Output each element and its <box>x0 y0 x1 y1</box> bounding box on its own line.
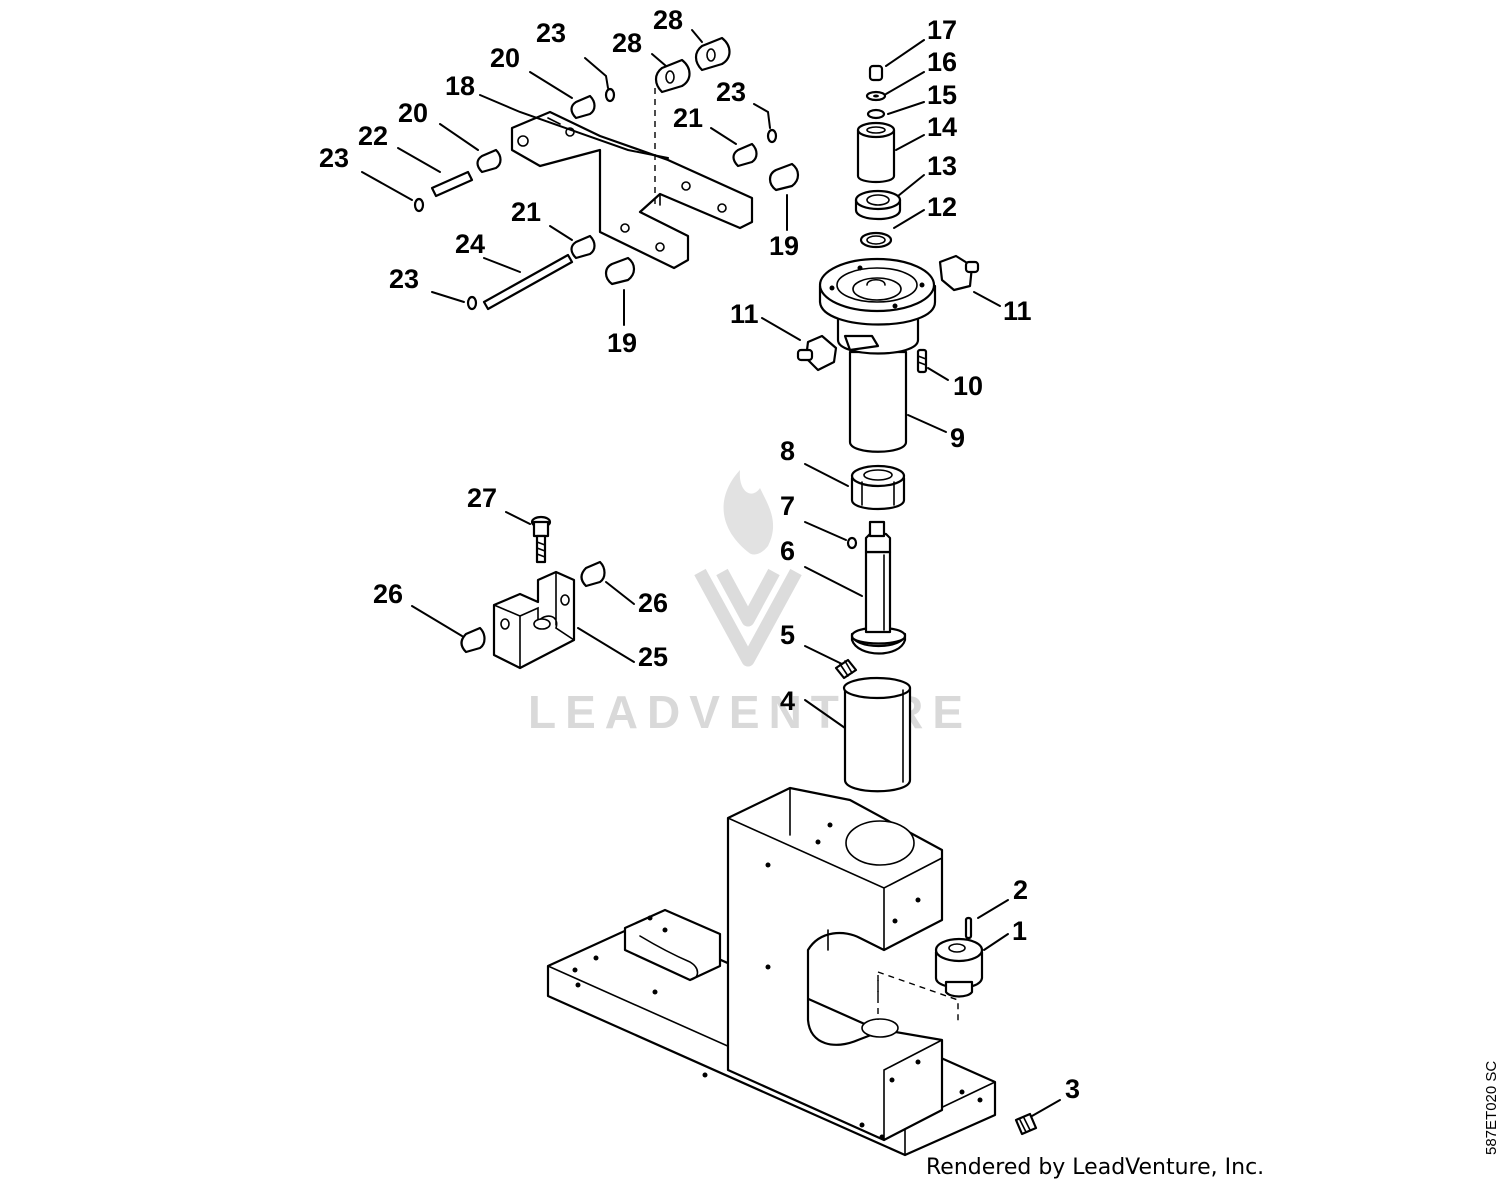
watermark-v-icon <box>694 568 802 667</box>
part-2-pin <box>964 916 973 940</box>
part-12-ring <box>859 231 893 249</box>
callout-26-right: 26 <box>638 588 668 618</box>
callout-21-lower: 21 <box>511 197 541 227</box>
part-16-washer <box>865 90 887 102</box>
part-23-clip-4 <box>466 295 478 311</box>
callout-24: 24 <box>455 229 485 259</box>
part-20-bushing-lower <box>476 148 502 174</box>
part-21-bushing-upper <box>732 142 758 168</box>
part-7-key <box>846 536 858 550</box>
callout-20-upper: 20 <box>490 43 520 73</box>
part-9-housing <box>818 257 937 453</box>
part-25-bracket <box>492 570 576 670</box>
part-4-sleeve <box>842 676 912 793</box>
callout-3: 3 <box>1065 1074 1080 1104</box>
part-24-long-pin <box>482 253 574 311</box>
watermark-flame-icon <box>723 470 774 555</box>
part-26-spacer-left <box>460 626 486 654</box>
callout-10: 10 <box>953 371 983 401</box>
callout-labels: 1 2 3 4 5 6 7 8 9 10 11 11 12 13 14 15 1… <box>319 5 1080 1104</box>
callout-28-lower: 28 <box>612 28 642 58</box>
callout-12: 12 <box>927 192 957 222</box>
part-23-clip-3 <box>413 197 425 213</box>
part-21-bushing-lower <box>570 234 596 260</box>
leader-lines <box>361 29 1061 1117</box>
callout-23-a: 23 <box>536 18 566 48</box>
part-1-bushing <box>877 937 984 1022</box>
callout-4: 4 <box>780 686 795 716</box>
callout-15: 15 <box>927 80 957 110</box>
callout-23-d: 23 <box>389 264 419 294</box>
part-23-clip-1 <box>604 87 616 103</box>
part-20-bushing-upper <box>570 94 596 120</box>
part-19-spacer-lower <box>604 256 636 286</box>
callout-1: 1 <box>1012 916 1027 946</box>
callout-23-c: 23 <box>319 143 349 173</box>
part-11-plug-left <box>796 334 838 372</box>
part-22-pin <box>430 170 474 198</box>
part-18-lever <box>510 88 754 270</box>
diagram-code: 587ET020 SC <box>1483 1061 1500 1155</box>
callout-26-left: 26 <box>373 579 403 609</box>
callout-16: 16 <box>927 47 957 77</box>
callout-6: 6 <box>780 536 795 566</box>
callout-25: 25 <box>638 642 668 672</box>
part-26-spacer-right <box>580 560 606 588</box>
callout-22: 22 <box>358 121 388 151</box>
callout-20-lower: 20 <box>398 98 428 128</box>
callout-13: 13 <box>927 151 957 181</box>
part-19-spacer-upper <box>768 162 800 192</box>
callout-27: 27 <box>467 483 497 513</box>
callout-8: 8 <box>780 436 795 466</box>
part-5-spring <box>834 658 858 680</box>
part-28-bushing-upper <box>694 36 731 72</box>
callout-14: 14 <box>927 112 957 142</box>
part-8-splined-nut <box>850 464 906 510</box>
part-14-tube <box>856 121 896 184</box>
callout-18: 18 <box>445 71 475 101</box>
part-27-screw <box>530 515 552 564</box>
part-28-bushing-lower <box>654 58 691 94</box>
part-6-shaft <box>850 520 907 655</box>
callout-11-left: 11 <box>730 299 759 329</box>
part-10-screw <box>916 348 928 374</box>
base-frame-assembly <box>546 786 997 1157</box>
part-3-set-screw <box>1014 1112 1038 1136</box>
callout-5: 5 <box>780 620 795 650</box>
part-13-bearing <box>854 189 902 220</box>
callout-23-b: 23 <box>716 77 746 107</box>
callout-11-right: 11 <box>1003 296 1032 326</box>
part-17-screw <box>868 64 884 82</box>
callout-28-upper: 28 <box>653 5 683 35</box>
callout-19-upper: 19 <box>769 231 799 261</box>
callout-9: 9 <box>950 423 965 453</box>
callout-17: 17 <box>927 15 957 45</box>
part-11-plug-right <box>938 254 980 292</box>
part-23-clip-2 <box>766 128 778 144</box>
callout-7: 7 <box>780 491 795 521</box>
callout-21-upper: 21 <box>673 103 703 133</box>
callout-2: 2 <box>1013 875 1028 905</box>
part-15-washer <box>866 108 886 120</box>
render-credit: Rendered by LeadVenture, Inc. <box>926 1155 1264 1180</box>
callout-19-lower: 19 <box>607 328 637 358</box>
